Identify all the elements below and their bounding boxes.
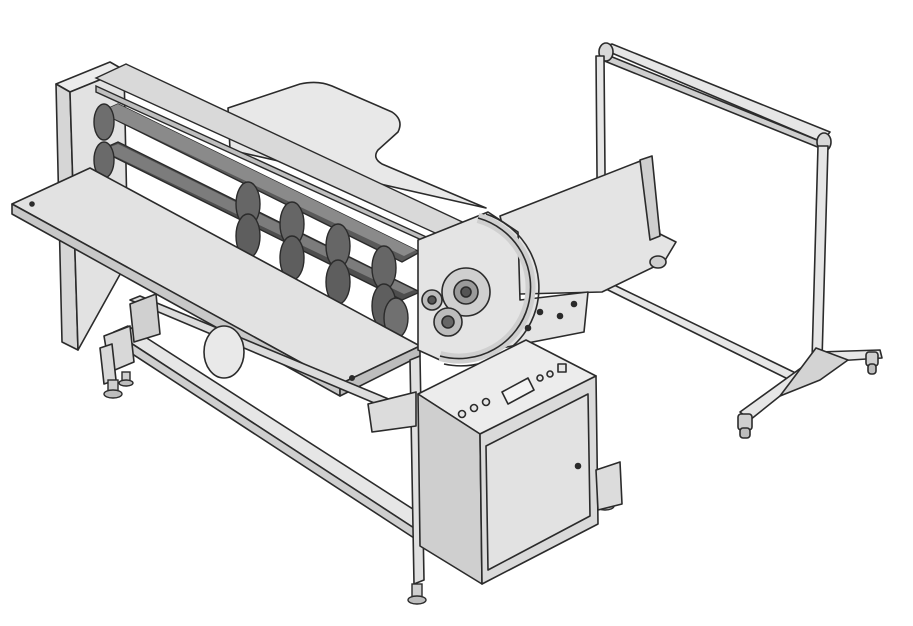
stand-bottom-bar bbox=[599, 283, 807, 385]
control-button bbox=[481, 397, 491, 407]
roller-assembly bbox=[93, 63, 490, 339]
base-frame bbox=[99, 293, 431, 585]
control-switch bbox=[557, 363, 567, 373]
cabinet-door bbox=[485, 393, 591, 571]
roller-end bbox=[93, 103, 115, 141]
foot-pad bbox=[407, 595, 427, 605]
control-button bbox=[469, 403, 479, 413]
stand-top-bar bbox=[599, 43, 831, 143]
control-button bbox=[546, 370, 554, 378]
stand-brace bbox=[779, 347, 849, 397]
control-button bbox=[536, 374, 544, 382]
control-display bbox=[501, 377, 535, 405]
foot-pad bbox=[103, 389, 123, 399]
door-lock bbox=[574, 462, 582, 470]
control-button bbox=[457, 409, 467, 419]
side-plate bbox=[417, 211, 589, 367]
control-cabinet bbox=[417, 339, 623, 585]
rear-table bbox=[227, 81, 487, 209]
stand-right-upright bbox=[811, 145, 829, 361]
